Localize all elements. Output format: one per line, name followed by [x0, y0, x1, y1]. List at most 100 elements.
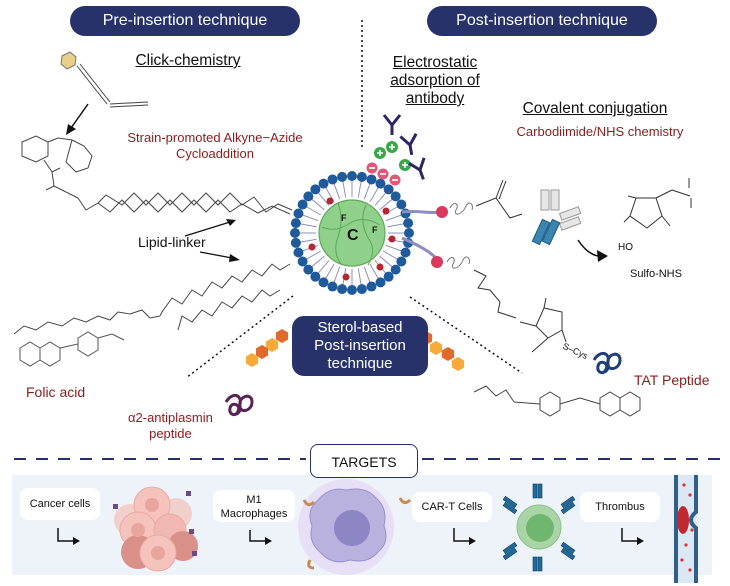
core-f-label-1: F: [341, 213, 347, 223]
target-car-t-cells: CAR-T Cells: [412, 492, 492, 522]
m1-line1: M1: [246, 494, 262, 506]
targets-title: TARGETS: [310, 444, 418, 478]
folate-structure-right: [473, 385, 641, 417]
lipid-head: [297, 199, 308, 210]
sterol-hexagon: [441, 347, 455, 361]
antibody-icon: [399, 133, 418, 156]
carbodiimide-label: Carbodiimide/NHS chemistry: [516, 124, 684, 139]
antibodies-electrostatic: [382, 114, 426, 180]
lipid-tail: [317, 260, 330, 274]
lipid-head: [337, 171, 348, 182]
curved-arrow-icon: [577, 239, 608, 262]
arrow-macrophage-icon: [249, 530, 266, 542]
lipid-tail: [369, 186, 379, 203]
lipid-head: [400, 247, 411, 258]
tat-peptide-icon: [592, 352, 622, 374]
cargo-dot: [388, 235, 396, 243]
sterol-post-insertion-header: Sterol-based Post-insertion technique: [292, 316, 428, 376]
lipid-folate-structure: [13, 263, 291, 335]
cancer-cells-icon: [113, 486, 198, 572]
lipid-tail: [333, 183, 341, 200]
sterol-line2: Post-insertion: [314, 337, 406, 354]
macrophage-icon: [298, 479, 412, 575]
antibody-icon: [382, 114, 402, 135]
arrow-cart-icon: [453, 528, 470, 542]
electrostatic-charges: [366, 141, 411, 186]
plus-sign: [389, 144, 395, 150]
lipid-tail: [357, 180, 362, 198]
folic-acid-structure: [19, 331, 125, 367]
lipid-tail: [317, 192, 330, 206]
electrostatic-line1: Electrostatic: [392, 54, 478, 71]
plus-sign: [377, 150, 383, 156]
lipid-head: [375, 277, 386, 288]
car-t-cell-icon: [502, 483, 576, 572]
lipid-head: [383, 184, 394, 195]
core-c-label: C: [347, 227, 359, 244]
lipid-head: [297, 256, 308, 267]
lipid-tail: [311, 255, 325, 268]
m1-line2: Macrophages: [220, 508, 288, 520]
lipid-tail: [385, 244, 402, 252]
antibody-icon: [408, 157, 426, 180]
lipid-head: [303, 264, 314, 275]
lipid-head: [356, 284, 367, 295]
lipid-head: [293, 208, 304, 219]
lipid-head: [375, 178, 386, 189]
sterol-hexagon: [275, 329, 289, 343]
lipid-head: [404, 228, 414, 238]
click-chemistry-label: Click-chemistry: [135, 52, 241, 69]
lipid-tail: [311, 198, 325, 211]
lipid-tail: [357, 268, 362, 286]
lipid-tail: [299, 223, 317, 228]
lipid-head: [293, 247, 304, 258]
sulfo-nhs-structure: [623, 178, 692, 229]
sterol-chain-left: [245, 329, 289, 367]
lipid-head: [290, 228, 300, 238]
dbco-structure: [21, 135, 293, 215]
spaac-line2: Cycloaddition: [175, 146, 255, 161]
lipid-tail: [382, 250, 399, 260]
post-insertion-header: Post-insertion technique: [427, 6, 657, 36]
lipid-head: [303, 191, 314, 202]
lipid-head: [366, 281, 377, 292]
antiplasmin-label: α2-antiplasmin peptide: [128, 410, 213, 442]
lipid-head: [337, 284, 348, 295]
sulfo-nhs-label: Sulfo-NHS: [630, 268, 682, 280]
arrow-down-icon: [66, 103, 89, 135]
lipid-tail: [387, 223, 405, 228]
lipid-tail: [342, 180, 347, 198]
arrow-cancer-icon: [57, 528, 74, 542]
lipid-tail: [385, 214, 402, 222]
amide-antibody-conjugate: [475, 179, 582, 246]
lipid-tail: [325, 263, 335, 280]
maleimide-structure: [473, 269, 567, 353]
nanoparticle: [290, 171, 414, 295]
lipid-head: [347, 171, 357, 181]
target-m1-macrophages: M1 Macrophages: [213, 490, 295, 522]
lipid-head: [327, 281, 338, 292]
covalent-conjugation-label: Covalent conjugation: [522, 100, 668, 117]
tat-peptide-label: TAT Peptide: [634, 372, 710, 388]
cargo-dot: [326, 197, 334, 205]
sterol-hexagon: [451, 357, 465, 371]
target-cancer-cells: Cancer cells: [20, 488, 100, 520]
arrow-thrombus-icon: [621, 528, 638, 542]
ho-label: HO: [618, 242, 633, 253]
antiplasmin-peptide-icon: [224, 394, 254, 416]
lipid-tail: [305, 250, 322, 260]
lipid-tail: [363, 183, 371, 200]
core-facets: [321, 202, 381, 266]
lipid-tail: [305, 206, 322, 216]
lipid-head: [396, 256, 407, 267]
azide-structure: [60, 51, 149, 108]
lipid-head: [318, 277, 329, 288]
lipid-head: [327, 174, 338, 185]
lipid-head: [310, 271, 321, 282]
lipid-head: [318, 178, 329, 189]
lipid-head: [383, 271, 394, 282]
lipid-head: [396, 199, 407, 210]
lipid-head: [290, 218, 301, 229]
cargo-dot: [342, 273, 350, 281]
